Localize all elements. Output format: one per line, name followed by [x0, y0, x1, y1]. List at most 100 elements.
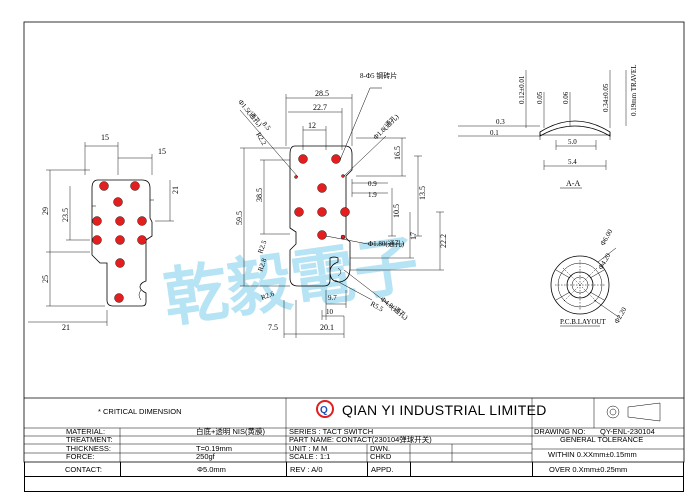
section-view: 0.3 0.1 5.0 5.4 A-A 0.12±0.01 0.05 0.06 …: [458, 65, 638, 189]
dome-section: [539, 120, 611, 137]
drawing-border: [23, 21, 685, 463]
dim-10: 10: [326, 308, 334, 316]
material-label: MATERIAL:: [66, 427, 105, 436]
material-value: 白底+透明 NIS(黄膜): [196, 426, 265, 436]
pcb-label: P.C.B.LAYOUT: [560, 318, 607, 326]
thickness-value: T=0.19mm: [196, 444, 232, 453]
dim-15b: 15: [158, 147, 166, 156]
middle-part-hook: [337, 267, 342, 277]
dim-10-5: 10.5: [392, 204, 401, 218]
scale-field: SCALE : 1:1: [289, 452, 330, 461]
chkd-field: CHKD: [370, 452, 392, 461]
dim-22-7: 22.7: [313, 103, 327, 112]
middle-part-outline: [289, 145, 353, 287]
left-contact-dot: [115, 216, 125, 226]
left-part-slot: [138, 289, 142, 301]
dim-29: 29: [41, 207, 50, 215]
left-contact-dot: [92, 235, 102, 245]
general-tolerance: GENERAL TOLERANCE: [560, 435, 643, 444]
treatment-label: TREATMENT:: [66, 435, 113, 444]
force-value: 250gf: [196, 452, 216, 461]
series-field: SERIES : TACT SWITCH: [289, 427, 373, 436]
mid-vent-hole: [340, 234, 346, 240]
left-part-notches: [92, 199, 154, 207]
dim-travel: 0.19mm TRAVEL: [630, 65, 638, 116]
dim-0-1: 0.1: [490, 129, 499, 137]
dim-20-1: 20.1: [320, 323, 334, 332]
contact-label-visible: CONTACT:: [65, 465, 102, 474]
dwn-field: DWN.: [370, 444, 390, 453]
critical-note: * CRITICAL DIMENSION: [98, 407, 181, 416]
rev-field: REV : A/0: [290, 465, 323, 474]
title-block-bottom-rows: CONTACT: Φ5.0mm REV : A/0 APPD. OVER 0.X…: [24, 462, 684, 492]
logo-letter: Q: [320, 405, 328, 416]
mid-contact-dot: [317, 230, 327, 240]
drawing-no-label: DRAWING NO:: [534, 427, 585, 436]
left-contact-dot: [99, 181, 109, 191]
dim-21a: 21: [62, 323, 70, 332]
pcb-dim-2-2: Φ2.20: [613, 306, 629, 325]
left-contact-dot: [130, 181, 140, 191]
mid-vent-hole: [341, 174, 345, 178]
left-contact-dot: [92, 216, 102, 226]
dim-25: 25: [41, 275, 50, 283]
dim-5-4: 5.4: [568, 158, 577, 166]
left-contact-dot: [114, 293, 124, 303]
left-part-outline: [91, 179, 153, 307]
tolerance-over: OVER 0.Xmm±0.25mm: [549, 465, 628, 474]
projection-symbol-icon: [606, 405, 620, 419]
company-logo-icon: [316, 400, 334, 418]
mid-contact-dot: [317, 183, 327, 193]
dim-59-5: 59.5: [235, 211, 244, 225]
contact-value: Φ5.0mm: [197, 465, 226, 474]
hole-note-center: Φ1.80(通孔): [368, 239, 405, 248]
hole-note-top: 8-Φ5 钢砖片: [360, 71, 397, 80]
dim-0-3: 0.3: [496, 118, 505, 126]
dim-7-5: 7.5: [268, 323, 278, 332]
dim-16-5: 16.5: [393, 146, 402, 160]
part-name-field: PART NAME: CONTACT(230104弹球开关): [289, 434, 432, 444]
unit-field: UNIT : M M: [289, 444, 327, 453]
pcb-dim-4-2: Φ4.20: [597, 252, 613, 271]
left-contact-dot: [115, 258, 125, 268]
section-label: A-A: [566, 179, 580, 188]
dim-0-12: 0.12±0.01: [518, 75, 526, 104]
dim-0-06: 0.06: [562, 91, 570, 104]
title-block: * CRITICAL DIMENSION Q QIAN YI INDUSTRIA…: [24, 397, 684, 462]
dim-1-9: 1.9: [368, 191, 377, 199]
left-part-view: 15 15 29 23.5 25 21 21: [28, 133, 180, 332]
dim-9-7: 9.7: [328, 294, 337, 302]
dim-15a: 15: [101, 133, 109, 142]
pcb-layout: Φ6.00 Φ4.20 Φ2.20 P.C.B.LAYOUT: [550, 228, 629, 327]
thickness-label: THICKNESS:: [66, 444, 111, 453]
left-contact-dot: [137, 235, 147, 245]
dim-12: 12: [308, 121, 316, 130]
radius-r2-2: R2.2: [254, 131, 268, 147]
dim-0-05: 0.05: [536, 91, 544, 104]
dim-17: 17: [409, 232, 418, 240]
mid-contact-dot: [298, 154, 308, 164]
dim-21b: 21: [171, 186, 180, 194]
dim-38-5: 38.5: [255, 188, 264, 202]
dim-0-9: 0.9: [368, 180, 377, 188]
dim-5-0: 5.0: [568, 138, 577, 146]
pcb-dim-6: Φ6.00: [599, 228, 615, 247]
force-label: FORCE:: [66, 452, 94, 461]
mid-contact-dot: [294, 207, 304, 217]
mid-contact-dot: [340, 207, 350, 217]
mid-contact-dot: [331, 154, 341, 164]
dim-28-5: 28.5: [315, 89, 329, 98]
left-contact-dot: [113, 197, 123, 207]
pcb-outer-ring: [550, 255, 610, 315]
mid-vent-hole: [294, 175, 298, 179]
tolerance-within: WITHIN 0.XXmm±0.15mm: [548, 450, 637, 459]
dim-23-5: 23.5: [61, 208, 70, 222]
left-contact-dot: [137, 216, 147, 226]
dim-22-2: 22.2: [439, 234, 448, 248]
dim-13-5: 13.5: [418, 186, 427, 200]
left-contact-dot: [115, 235, 125, 245]
hole-note-right: Φ1.8(通孔): [371, 112, 401, 142]
appd-field: APPD.: [371, 465, 394, 474]
